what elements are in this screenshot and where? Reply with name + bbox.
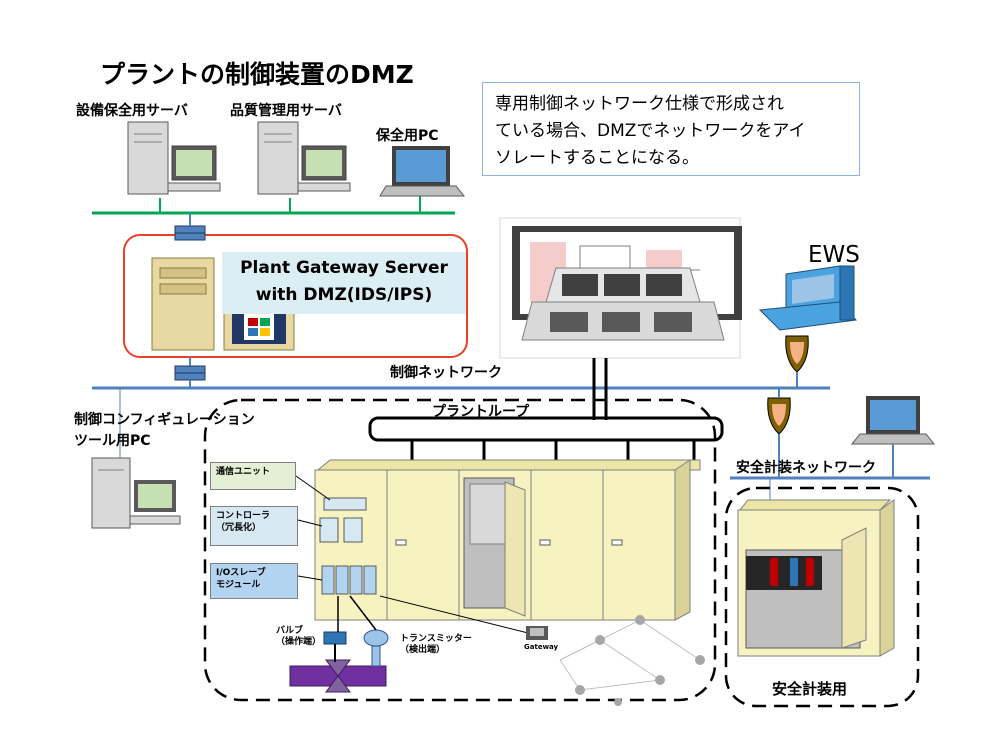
- note-box: 専用制御ネットワーク仕様で形成され ている場合、DMZでネットワークをアイ ソレ…: [482, 82, 860, 176]
- valve-label: バルブ （操作端）: [276, 626, 321, 648]
- operator-console-icon: [512, 226, 742, 341]
- security-shield-icon-1: [785, 335, 809, 373]
- controller-cabinets: [314, 459, 701, 621]
- wireless-gateway-icon: [526, 626, 548, 640]
- io-line-2: モジュール: [216, 580, 261, 590]
- config-tool-pc-icon: [91, 457, 181, 529]
- safety-boundary: [724, 486, 920, 708]
- plant-loop-ring: [368, 416, 724, 442]
- gateway-line-2: with DMZ(IDS/IPS): [255, 285, 433, 305]
- gateway-server-label: Plant Gateway Server with DMZ(IDS/IPS): [222, 252, 466, 314]
- valve-line-1: バルブ: [276, 626, 304, 636]
- transmitter-line-2: （検出端）: [400, 645, 446, 655]
- maintenance-laptop-icon: [379, 146, 466, 197]
- io-line-1: I/Oスレーブ: [216, 568, 266, 578]
- note-line-1: 専用制御ネットワーク仕様で形成され: [495, 94, 784, 114]
- io-module: I/Oスレーブ モジュール: [210, 563, 298, 599]
- safety-laptop-icon: [850, 396, 936, 445]
- quality-server-label: 品質管理用サーバ: [230, 103, 342, 119]
- note-line-2: ている場合、DMZでネットワークをアイ: [495, 121, 806, 141]
- valve-icon: [289, 631, 387, 693]
- security-shield-icon-2: [767, 397, 791, 435]
- transmitter-label: トランスミッター （検出端）: [400, 634, 472, 656]
- controller-line-1: コントローラ: [216, 511, 271, 521]
- plant-loop-label: プラントループ: [432, 404, 530, 420]
- ews-icon: [758, 265, 858, 331]
- plant-loop-boundary: [203, 398, 717, 702]
- transmitter-line-1: トランスミッター: [400, 634, 472, 644]
- safety-use-label: 安全計装用: [772, 680, 848, 698]
- quality-server-icon: [257, 121, 351, 195]
- transmitter-icon: [363, 629, 389, 667]
- gateway-line-1: Plant Gateway Server: [240, 258, 448, 278]
- dmz-box: [123, 234, 468, 358]
- maintenance-server-icon: [127, 121, 221, 195]
- config-tool-label: 制御コンフィギュレーション ツール用PC: [74, 410, 255, 452]
- maintenance-pc-label: 保全用PC: [376, 128, 439, 144]
- config-tool-line-2: ツール用PC: [74, 433, 151, 449]
- wireless-field-mesh: [559, 615, 705, 706]
- gateway-server-icon: [151, 257, 295, 351]
- config-tool-line-1: 制御コンフィギュレーション: [74, 412, 255, 428]
- controller-line-2: （冗長化）: [216, 523, 262, 533]
- comm-unit-module: 通信ユニット: [210, 462, 296, 490]
- note-line-3: ソレートすることになる。: [495, 148, 699, 168]
- valve-line-2: （操作端）: [276, 637, 322, 647]
- safety-cabinet-icon: [737, 499, 895, 657]
- comm-unit-label: 通信ユニット: [216, 467, 271, 477]
- control-network-label: 制御ネットワーク: [390, 365, 502, 381]
- gateway-device-label: Gateway: [524, 643, 559, 651]
- safety-network-label: 安全計装ネットワーク: [736, 460, 876, 476]
- page-title: プラントの制御装置のDMZ: [100, 60, 414, 89]
- controller-module: コントローラ （冗長化）: [210, 506, 298, 546]
- ews-label: EWS: [808, 242, 860, 268]
- maintenance-server-label: 設備保全用サーバ: [76, 103, 188, 119]
